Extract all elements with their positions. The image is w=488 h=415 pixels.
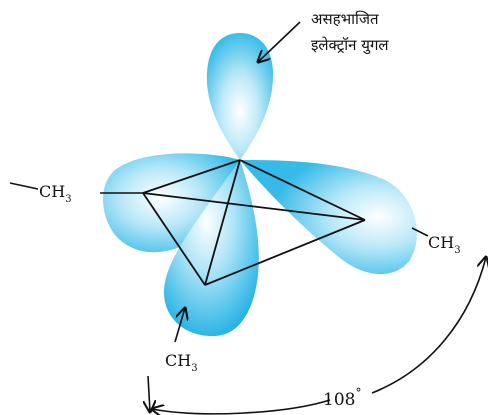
lone-pair-label-line1: असहभाजित <box>311 10 379 28</box>
edge-left-bottom <box>142 192 206 286</box>
edge-apex-left <box>142 159 241 194</box>
lone-pair-label-line2: इलेक्ट्रॉन युगल <box>311 36 389 55</box>
edge-apex-bottom <box>204 159 241 286</box>
tetrahedron-frame <box>142 159 366 286</box>
bottom-ch3-subscript: 3 <box>191 363 197 374</box>
lone-pair-arrow <box>258 21 301 62</box>
bond-angle-unit: ° <box>355 386 361 400</box>
bond-angle-label: 108° <box>323 386 361 410</box>
edge-right-bottom <box>204 219 366 286</box>
bottom-ch3-label: CH3 <box>165 351 198 374</box>
left-ch3-label: CH3 <box>39 182 72 205</box>
left-outer-bond-line <box>9 182 39 190</box>
right-orbital-lobe <box>240 160 417 275</box>
right-bond-line <box>411 227 429 237</box>
left-ch3-subscript: 3 <box>65 194 71 205</box>
bond-angle-tick <box>148 375 150 412</box>
edge-left-right <box>142 192 366 221</box>
left-ch3-base: CH <box>39 182 65 201</box>
right-ch3-label: CH3 <box>428 233 461 256</box>
lone-pair-orbital-lobe <box>206 33 274 160</box>
bottom-ch3-base: CH <box>165 351 191 370</box>
bond-angle-arc <box>152 399 331 414</box>
right-ch3-subscript: 3 <box>454 245 460 256</box>
bond-angle-value: 108 <box>323 390 355 410</box>
bottom-ch3-arrow <box>174 308 185 343</box>
bond-angle-arc-right <box>371 257 486 394</box>
edge-apex-right <box>239 159 366 221</box>
right-ch3-base: CH <box>428 233 454 252</box>
